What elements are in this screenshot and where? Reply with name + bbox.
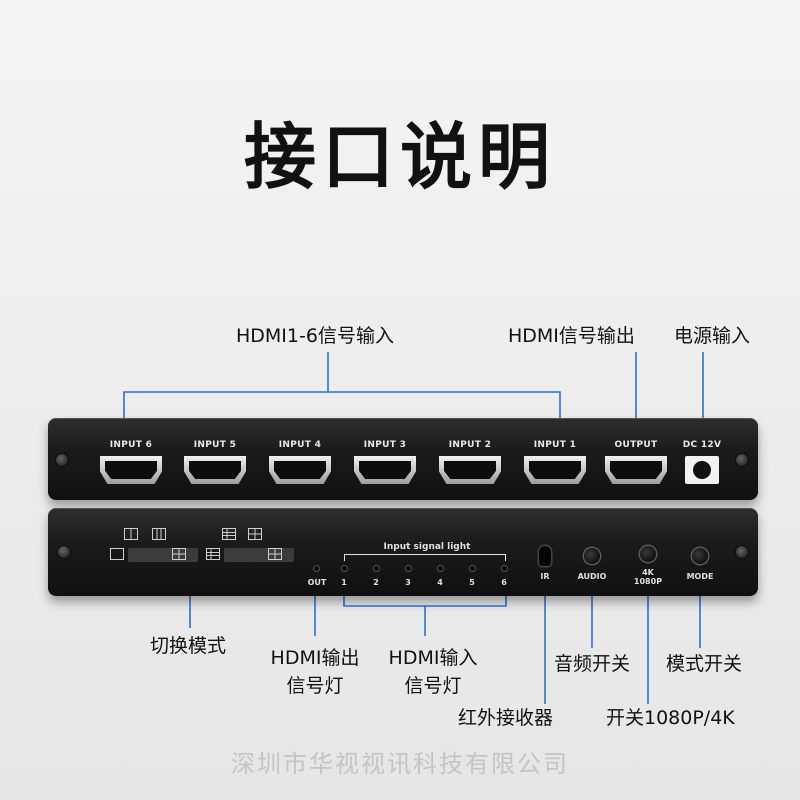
- screw-icon: [56, 454, 68, 466]
- resolution-label-4k: 4K: [642, 568, 654, 577]
- callout-hdmi-inputs: HDMI1-6信号输入: [236, 325, 394, 347]
- input-led-6: [502, 566, 507, 571]
- port-label-input-3: INPUT 3: [363, 440, 407, 450]
- callout-hdmi-output: HDMI信号输出: [508, 325, 635, 347]
- input-light-bracket: [344, 554, 506, 561]
- dc-power-jack: [685, 456, 719, 484]
- port-label-output: OUTPUT: [614, 440, 658, 450]
- out-signal-led: [314, 566, 319, 571]
- port-label-input-6: INPUT 6: [109, 440, 153, 450]
- page-title: 接口说明: [243, 115, 556, 199]
- input-led-4: [438, 566, 443, 571]
- callout-resolution-switch: 开关1080P/4K: [606, 707, 735, 729]
- mode-quad-icon: [248, 528, 262, 540]
- port-label-input-5: INPUT 5: [193, 440, 237, 450]
- callout-hdmi-in-light: HDMI输入 信号灯: [380, 644, 486, 700]
- led-number-4: 4: [437, 578, 443, 587]
- port-label-input-1: INPUT 1: [533, 440, 577, 450]
- ir-receiver-window: [539, 546, 551, 566]
- mode-label: MODE: [686, 572, 714, 581]
- leader-hdmi-inputs: [123, 391, 561, 432]
- hdmi-port-input-2: [439, 456, 501, 484]
- input-signal-light-label: Input signal light: [383, 542, 471, 552]
- screw-icon: [736, 454, 748, 466]
- ir-label: IR: [540, 572, 550, 581]
- mode-pip-icon: [206, 548, 220, 560]
- mode-quad-icon: [268, 548, 282, 560]
- led-number-5: 5: [469, 578, 475, 587]
- hdmi-port-output: [605, 456, 667, 484]
- hdmi-port-input-3: [354, 456, 416, 484]
- screw-icon: [58, 546, 70, 558]
- callout-switch-mode: 切换模式: [150, 635, 227, 657]
- led-number-1: 1: [341, 578, 347, 587]
- mode-indicator-strip: [128, 548, 198, 562]
- hdmi-port-input-5: [184, 456, 246, 484]
- screw-icon: [736, 546, 748, 558]
- callout-mode-switch: 模式开关: [666, 653, 743, 675]
- callout-hdmi-out-light-line2: 信号灯: [286, 675, 344, 697]
- input-led-2: [374, 566, 379, 571]
- callout-hdmi-in-light-line1: HDMI输入: [388, 647, 478, 669]
- mode-split2-icon: [124, 528, 138, 540]
- audio-label: AUDIO: [577, 572, 607, 581]
- mode-pip-icon: [222, 528, 236, 540]
- hdmi-port-input-4: [269, 456, 331, 484]
- input-led-1: [342, 566, 347, 571]
- hdmi-port-input-1: [524, 456, 586, 484]
- port-label-input-2: INPUT 2: [448, 440, 492, 450]
- port-label-input-4: INPUT 4: [278, 440, 322, 450]
- device-back-panel: OUT Input signal light 1 2 3 4 5 6 IR AU…: [48, 508, 758, 596]
- resolution-switch-button[interactable]: [640, 546, 656, 562]
- callout-hdmi-in-light-line2: 信号灯: [404, 675, 462, 697]
- led-number-3: 3: [405, 578, 411, 587]
- resolution-label: 4K 1080P: [628, 568, 668, 586]
- mode-indicator-strip: [224, 548, 294, 562]
- device-front-panel: INPUT 6 INPUT 5 INPUT 4 INPUT 3 INPUT 2 …: [48, 418, 758, 500]
- resolution-label-1080p: 1080P: [633, 577, 663, 586]
- input-led-3: [406, 566, 411, 571]
- hdmi-port-input-6: [100, 456, 162, 484]
- mode-split3-icon: [152, 528, 166, 540]
- callout-audio-switch: 音频开关: [554, 653, 631, 675]
- led-number-6: 6: [501, 578, 507, 587]
- callout-ir-receiver: 红外接收器: [458, 707, 554, 729]
- port-label-dc-12v: DC 12V: [682, 440, 722, 450]
- callout-hdmi-out-light-line1: HDMI输出: [270, 647, 360, 669]
- out-label: OUT: [307, 578, 327, 587]
- led-number-2: 2: [373, 578, 379, 587]
- mode-single-icon: [110, 548, 124, 560]
- audio-switch-button[interactable]: [584, 548, 600, 564]
- input-led-5: [470, 566, 475, 571]
- company-watermark: 深圳市华视视讯科技有限公司: [231, 750, 569, 778]
- mode-quad-icon: [172, 548, 186, 560]
- callout-hdmi-out-light: HDMI输出 信号灯: [262, 644, 368, 700]
- callout-power-input: 电源输入: [674, 325, 751, 347]
- mode-switch-button[interactable]: [692, 548, 708, 564]
